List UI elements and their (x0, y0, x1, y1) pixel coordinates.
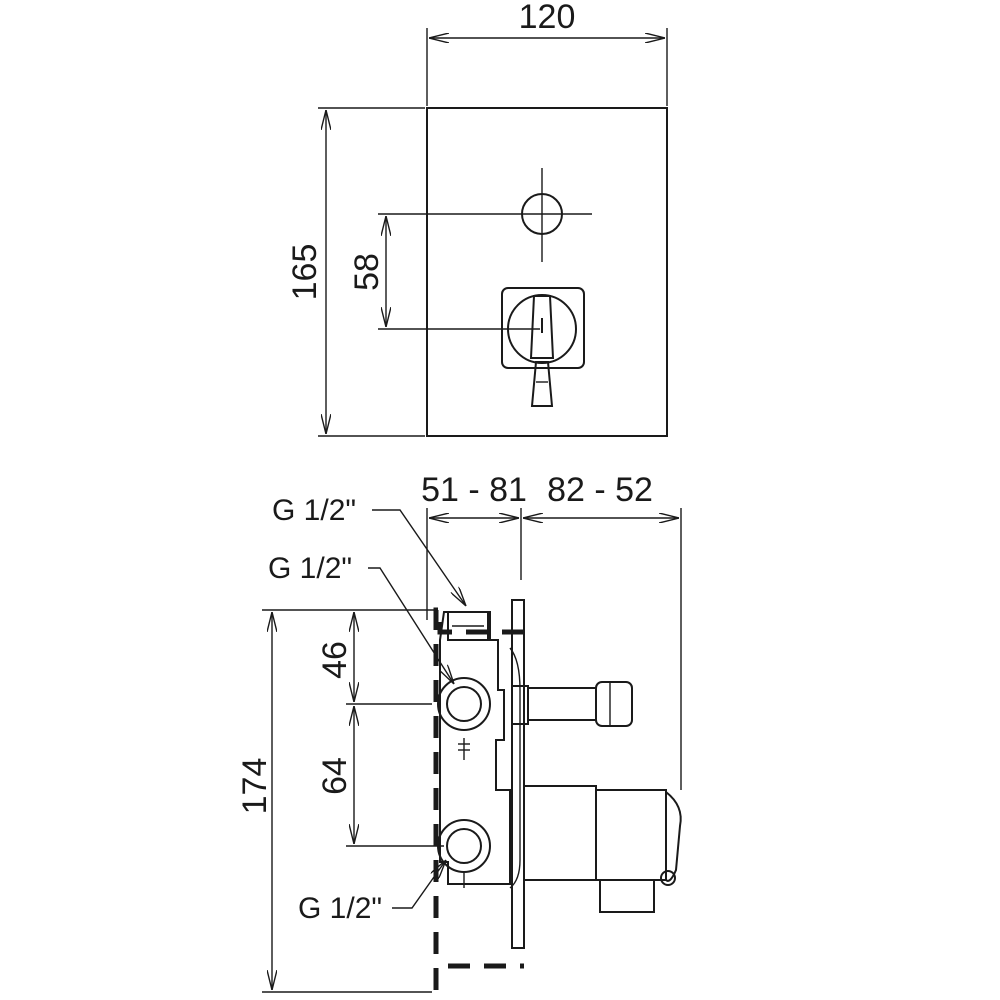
depth-left-label: 51 - 81 (421, 471, 527, 509)
diverter-spindle (511, 681, 633, 727)
upper-dimension-label: 46 (316, 641, 354, 679)
flange-profile (509, 647, 521, 889)
total-height-label: 174 (236, 758, 274, 815)
cover-plate (426, 107, 668, 437)
diverter-knob (521, 168, 563, 262)
width-dimension-label: 120 (519, 0, 576, 36)
depth-right-label: 82 - 52 (547, 471, 653, 509)
valve-body (439, 611, 511, 885)
spacing-dimension-label: 58 (348, 253, 386, 291)
mounting-flange (511, 599, 525, 949)
connection-label-middle: G 1/2" (268, 552, 352, 585)
side-view: 51 - 81 82 - 52 (236, 471, 682, 1000)
middle-connection (437, 677, 491, 760)
bottom-connection (437, 819, 491, 888)
connection-label-top: G 1/2" (272, 494, 356, 527)
top-connection-block (447, 611, 489, 641)
mixer-handle (501, 287, 585, 407)
height-dimension-label: 165 (286, 244, 324, 301)
leader-middle (368, 567, 454, 684)
connection-label-bottom: G 1/2" (298, 892, 382, 925)
leader-bottom (392, 860, 446, 909)
mixer-handle-side (524, 785, 682, 913)
lower-dimension-label: 64 (316, 757, 354, 795)
front-view: 120 165 58 (286, 0, 668, 437)
wall-line-bottom (433, 963, 524, 990)
leader-top (372, 509, 466, 606)
wall-line (433, 607, 524, 1000)
